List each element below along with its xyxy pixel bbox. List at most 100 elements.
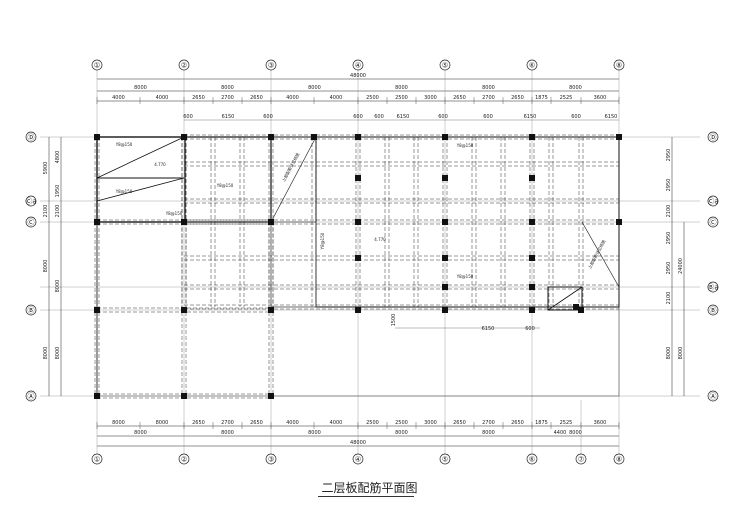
dim-top-span: 8000 (395, 85, 408, 91)
dim-top-mid: 600 (438, 114, 448, 120)
axis-label-top-circle (91, 59, 103, 71)
column (529, 219, 535, 225)
dim-bottom-sub: 3000 (424, 420, 437, 426)
column (442, 255, 448, 261)
dim-left-outer: 8000 (43, 347, 49, 360)
dim-top-mid: 600 (571, 114, 581, 120)
rebar-note: Y8@150 (456, 274, 474, 279)
column (355, 219, 361, 225)
dim-bottom-sub: 2650 (250, 420, 263, 426)
column (529, 175, 535, 181)
level-mark: 4.770 (154, 162, 166, 167)
dim-left-inner: 8000 (55, 347, 61, 360)
dim-top-mid: 6150 (397, 114, 410, 120)
axis-label-left: Ⓑ (28, 307, 35, 315)
axis-label-left-circle (25, 131, 37, 143)
axis-label-right: Ⓑ (710, 307, 717, 315)
dim-top-mid: 6150 (222, 114, 235, 120)
axis-label-top: ⑧ (616, 62, 622, 70)
dim-top-sub: 2500 (395, 95, 408, 101)
axis-label-right-circle (707, 281, 719, 293)
column (268, 134, 274, 140)
axis-label-bottom-circle (352, 453, 364, 465)
axis-label-top-circle (613, 59, 625, 71)
column (529, 134, 535, 140)
column (268, 219, 274, 225)
dim-top-sub: 1875 (535, 95, 548, 101)
column (573, 304, 579, 310)
dim-top-sub: 3600 (594, 95, 607, 101)
axis-label-right-circle (707, 390, 719, 402)
dim-bottom-span: 8000 (482, 430, 495, 436)
dim-bottom-span: 8000 (134, 430, 147, 436)
column (616, 134, 622, 140)
axis-label-left-circle (25, 195, 37, 207)
dim-top-span: 8000 (134, 85, 147, 91)
axis-label-left: Ⓒa (25, 198, 36, 206)
dim-right-inner: 2950 (666, 149, 672, 162)
dim-bottom-sub: 2650 (192, 420, 205, 426)
dim-top-total: 48000 (350, 73, 366, 79)
dim-top-sub: 4000 (156, 95, 169, 101)
axis-label-right: Ⓒa (707, 198, 718, 206)
axis-label-bottom: ④ (355, 456, 361, 464)
dim-left-outer: 8000 (43, 260, 49, 273)
dim-bottom-span: 8000 (569, 430, 582, 436)
rebar-note: Y8@150 (456, 143, 474, 148)
slab-diagonal (270, 136, 317, 223)
dim-top-span: 8000 (308, 85, 321, 91)
axis-label-top-circle (178, 59, 190, 71)
dim-bottom-sub: 2700 (482, 420, 495, 426)
axis-label-top: ⑤ (442, 62, 448, 70)
dim-bottom-sub: 2500 (366, 420, 379, 426)
axis-label-bottom: ⑤ (442, 456, 448, 464)
column (94, 307, 100, 313)
stair-small (547, 286, 583, 311)
dim-right-inner: 2950 (666, 262, 672, 275)
column (268, 393, 274, 399)
slab-diagonal (581, 221, 620, 288)
stair-small-diagonal (547, 286, 583, 311)
axis-label-bottom: ⑧ (616, 456, 622, 464)
dim-bottom-span: 8000 (308, 430, 321, 436)
dim-bottom-sub: 2650 (511, 420, 524, 426)
column (311, 134, 317, 140)
drawing-title: 二层板配筋平面图 (321, 481, 418, 495)
axis-label-left: Ⓐ (28, 393, 35, 401)
axis-label-top-circle (526, 59, 538, 71)
stair-diagonal (96, 136, 185, 179)
dim-top-sub: 4000 (330, 95, 343, 101)
column (442, 307, 448, 313)
dim-right-inner: 2950 (666, 232, 672, 245)
axis-label-top: ④ (355, 62, 361, 70)
rebar-note: Y8@150 (216, 183, 234, 188)
rebar-note: Y8@150 (320, 232, 325, 250)
axis-label-left-circle (25, 390, 37, 402)
rebar-note: Y8@150 (115, 142, 133, 147)
dim-top-mid: 600 (353, 114, 363, 120)
dim-bottom-sub: 2650 (453, 420, 466, 426)
axis-label-bottom-circle (575, 453, 587, 465)
dim-top-mid: 6150 (605, 114, 618, 120)
axis-label-top: ② (181, 62, 187, 70)
axis-label-left-circle (25, 216, 37, 228)
column (181, 307, 187, 313)
axis-label-top-circle (265, 59, 277, 71)
axis-label-right-circle (707, 304, 719, 316)
dim-right-outer: 24000 (678, 258, 684, 274)
dim-top-sub: 2525 (560, 95, 573, 101)
plan-labels: 48000 8000 8000 8000 8000 8000 8000 4000 4000 265… (25, 62, 718, 464)
level-mark: 4.770 (374, 237, 386, 242)
dim-top-span: 8000 (221, 85, 234, 91)
dim-lower-mid: 600 (525, 326, 535, 332)
dim-top-sub: 4000 (286, 95, 299, 101)
dim-top-sub: 2650 (453, 95, 466, 101)
axis-label-right: Ⓐ (710, 393, 717, 401)
column (529, 255, 535, 261)
dim-right-inner: 2100 (666, 292, 672, 305)
axis-label-right: Ⓒ (710, 219, 717, 227)
dim-left-inner: 2100 (55, 205, 61, 218)
dim-right-outer: 8000 (678, 347, 684, 360)
column (442, 134, 448, 140)
